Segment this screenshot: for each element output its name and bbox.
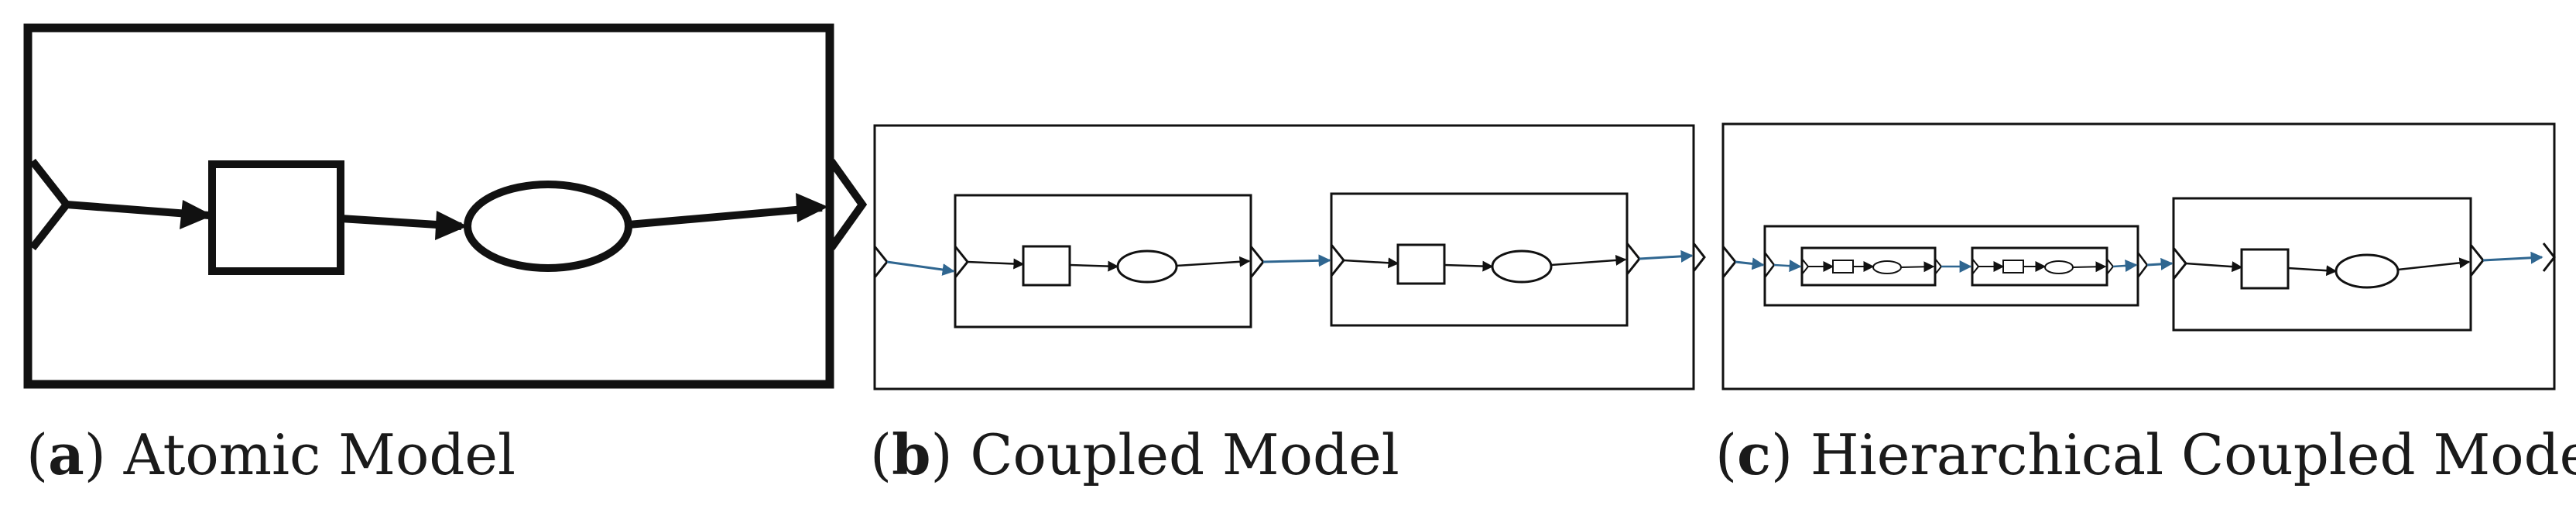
output-port: [827, 159, 868, 250]
port: [2469, 244, 2485, 277]
sub-model-2-input-port: [1330, 244, 1345, 277]
coupling-ext-out: [1639, 249, 1694, 263]
sub-model-2-output-port: [1625, 243, 1641, 275]
arrow: [2185, 261, 2243, 273]
caption-a-title: Atomic Model: [123, 422, 516, 487]
sub-model-1-input-port: [954, 246, 969, 278]
transition-ellipse: [2044, 260, 2074, 274]
caption-b: (b) Coupled Model: [870, 421, 1399, 487]
state-square: [208, 160, 344, 275]
coupling: [1735, 257, 1765, 270]
coupled-output-port: [1692, 243, 1706, 272]
state-square: [2002, 260, 2024, 273]
arrow-transition-to-out: [628, 204, 823, 229]
nested-coupled-input-port: [1764, 252, 1776, 278]
nested-coupled-box: [1763, 225, 2139, 307]
coupling: [2112, 259, 2138, 272]
caption-a: (a) Atomic Model: [26, 421, 516, 487]
sub-model-1-state-square: [1022, 245, 1071, 287]
sub-model-1-output-port: [1249, 246, 1265, 278]
caption-b-title: Coupled Model: [970, 422, 1399, 487]
arrow: [2397, 257, 2471, 271]
panel-c-hierarchical-coupled-model: [1721, 122, 2556, 390]
arrowhead: [796, 193, 828, 222]
arrow: [1069, 260, 1119, 272]
coupling-internal: [1262, 254, 1331, 267]
nested-sub-model-1-box: [1800, 246, 1937, 287]
caption-b-letter: b: [892, 421, 930, 487]
sub-model-2-state-square: [1396, 243, 1446, 285]
panel-b-coupled-model: [873, 124, 1706, 390]
coupling: [2482, 251, 2543, 264]
sub-model-1-box: [954, 194, 1252, 329]
arrow: [1176, 256, 1251, 267]
caption-c-title: Hierarchical Coupled Model: [1810, 422, 2576, 487]
transition-ellipse: [2334, 253, 2400, 289]
hierarchical-input-port: [1721, 246, 1737, 278]
port: [2172, 247, 2187, 280]
state-square: [2240, 248, 2290, 290]
arrowhead: [180, 200, 213, 229]
arrow: [967, 258, 1025, 270]
transition-ellipse: [1872, 260, 1902, 274]
coupling: [2146, 257, 2174, 270]
arrow: [1343, 257, 1399, 269]
state-square: [1832, 260, 1854, 273]
sub-model-1-transition-ellipse: [1116, 249, 1178, 284]
coupling-ext-in: [886, 260, 955, 276]
caption-a-letter: a: [48, 421, 84, 487]
arrow: [1444, 260, 1494, 272]
arrow: [2287, 265, 2338, 277]
caption-c-letter: c: [1737, 421, 1771, 487]
transition-ellipse: [464, 181, 632, 272]
hierarchical-output-port: [2542, 243, 2556, 272]
coupling: [1773, 260, 1802, 273]
sub-model-2-transition-ellipse: [1491, 249, 1553, 284]
coupled-input-port: [873, 246, 889, 278]
nested-coupled-output-port: [2137, 252, 2149, 278]
hierarchical-atomic-box: [2172, 197, 2472, 332]
sub-model-2-box: [1330, 192, 1629, 327]
nested-sub-model-2-box: [1971, 246, 2108, 287]
arrow: [1550, 254, 1627, 267]
input-port: [29, 158, 72, 251]
coupled-model-box: [873, 124, 1695, 390]
atomic-model-box: [23, 23, 834, 389]
arrowhead: [435, 211, 468, 240]
caption-c: (c) Hierarchical Coupled Model: [1715, 421, 2576, 487]
panel-a-atomic-model: [23, 23, 868, 389]
